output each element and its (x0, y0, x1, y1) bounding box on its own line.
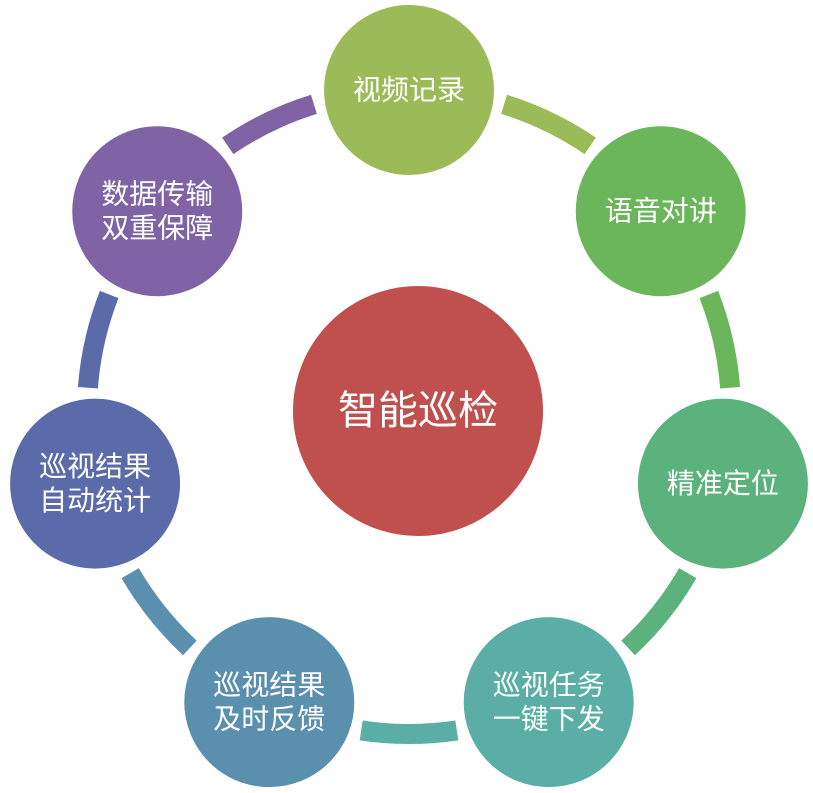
node-label-line: 数据传输 (101, 178, 213, 211)
node-label-line: 语音对讲 (605, 195, 717, 228)
node-circle (633, 394, 812, 573)
node-label-line: 精准定位 (667, 467, 779, 500)
node-circle (459, 613, 638, 792)
node-video-record: 视频记录 (320, 1, 498, 179)
node-circle (320, 1, 498, 179)
connector-data-transfer (222, 94, 317, 155)
node-label-line: 巡视任务 (493, 669, 605, 702)
node-circle (571, 122, 750, 301)
node-circle (68, 122, 247, 301)
connector-result-stats (77, 290, 119, 389)
node-label-line: 视频记录 (353, 74, 465, 107)
connector-task-dispatch (359, 720, 459, 744)
feature-nodes: 视频记录语音对讲精准定位巡视任务一键下发巡视结果及时反馈巡视结果自动统计数据传输… (6, 1, 812, 792)
connector-voice-intercom (699, 290, 741, 389)
node-label-line: 巡视结果 (39, 450, 151, 483)
node-label-line: 及时反馈 (213, 703, 325, 736)
node-label-line: 自动统计 (39, 484, 151, 517)
node-precise-position: 精准定位 (633, 394, 812, 573)
node-voice-intercom: 语音对讲 (571, 122, 750, 301)
center-label: 智能巡检 (338, 388, 498, 434)
node-circle (6, 394, 185, 573)
connector-precise-position (621, 568, 697, 656)
connector-video-record (501, 94, 596, 155)
node-label-line: 双重保障 (101, 212, 213, 245)
node-label-line: 一键下发 (493, 703, 605, 736)
node-label-line: 巡视结果 (213, 669, 325, 702)
node-circle (180, 613, 359, 792)
center-circle (289, 282, 547, 540)
center-node: 智能巡检 (289, 282, 547, 540)
connector-result-feedback (121, 568, 197, 656)
ring-connectors (77, 94, 741, 744)
